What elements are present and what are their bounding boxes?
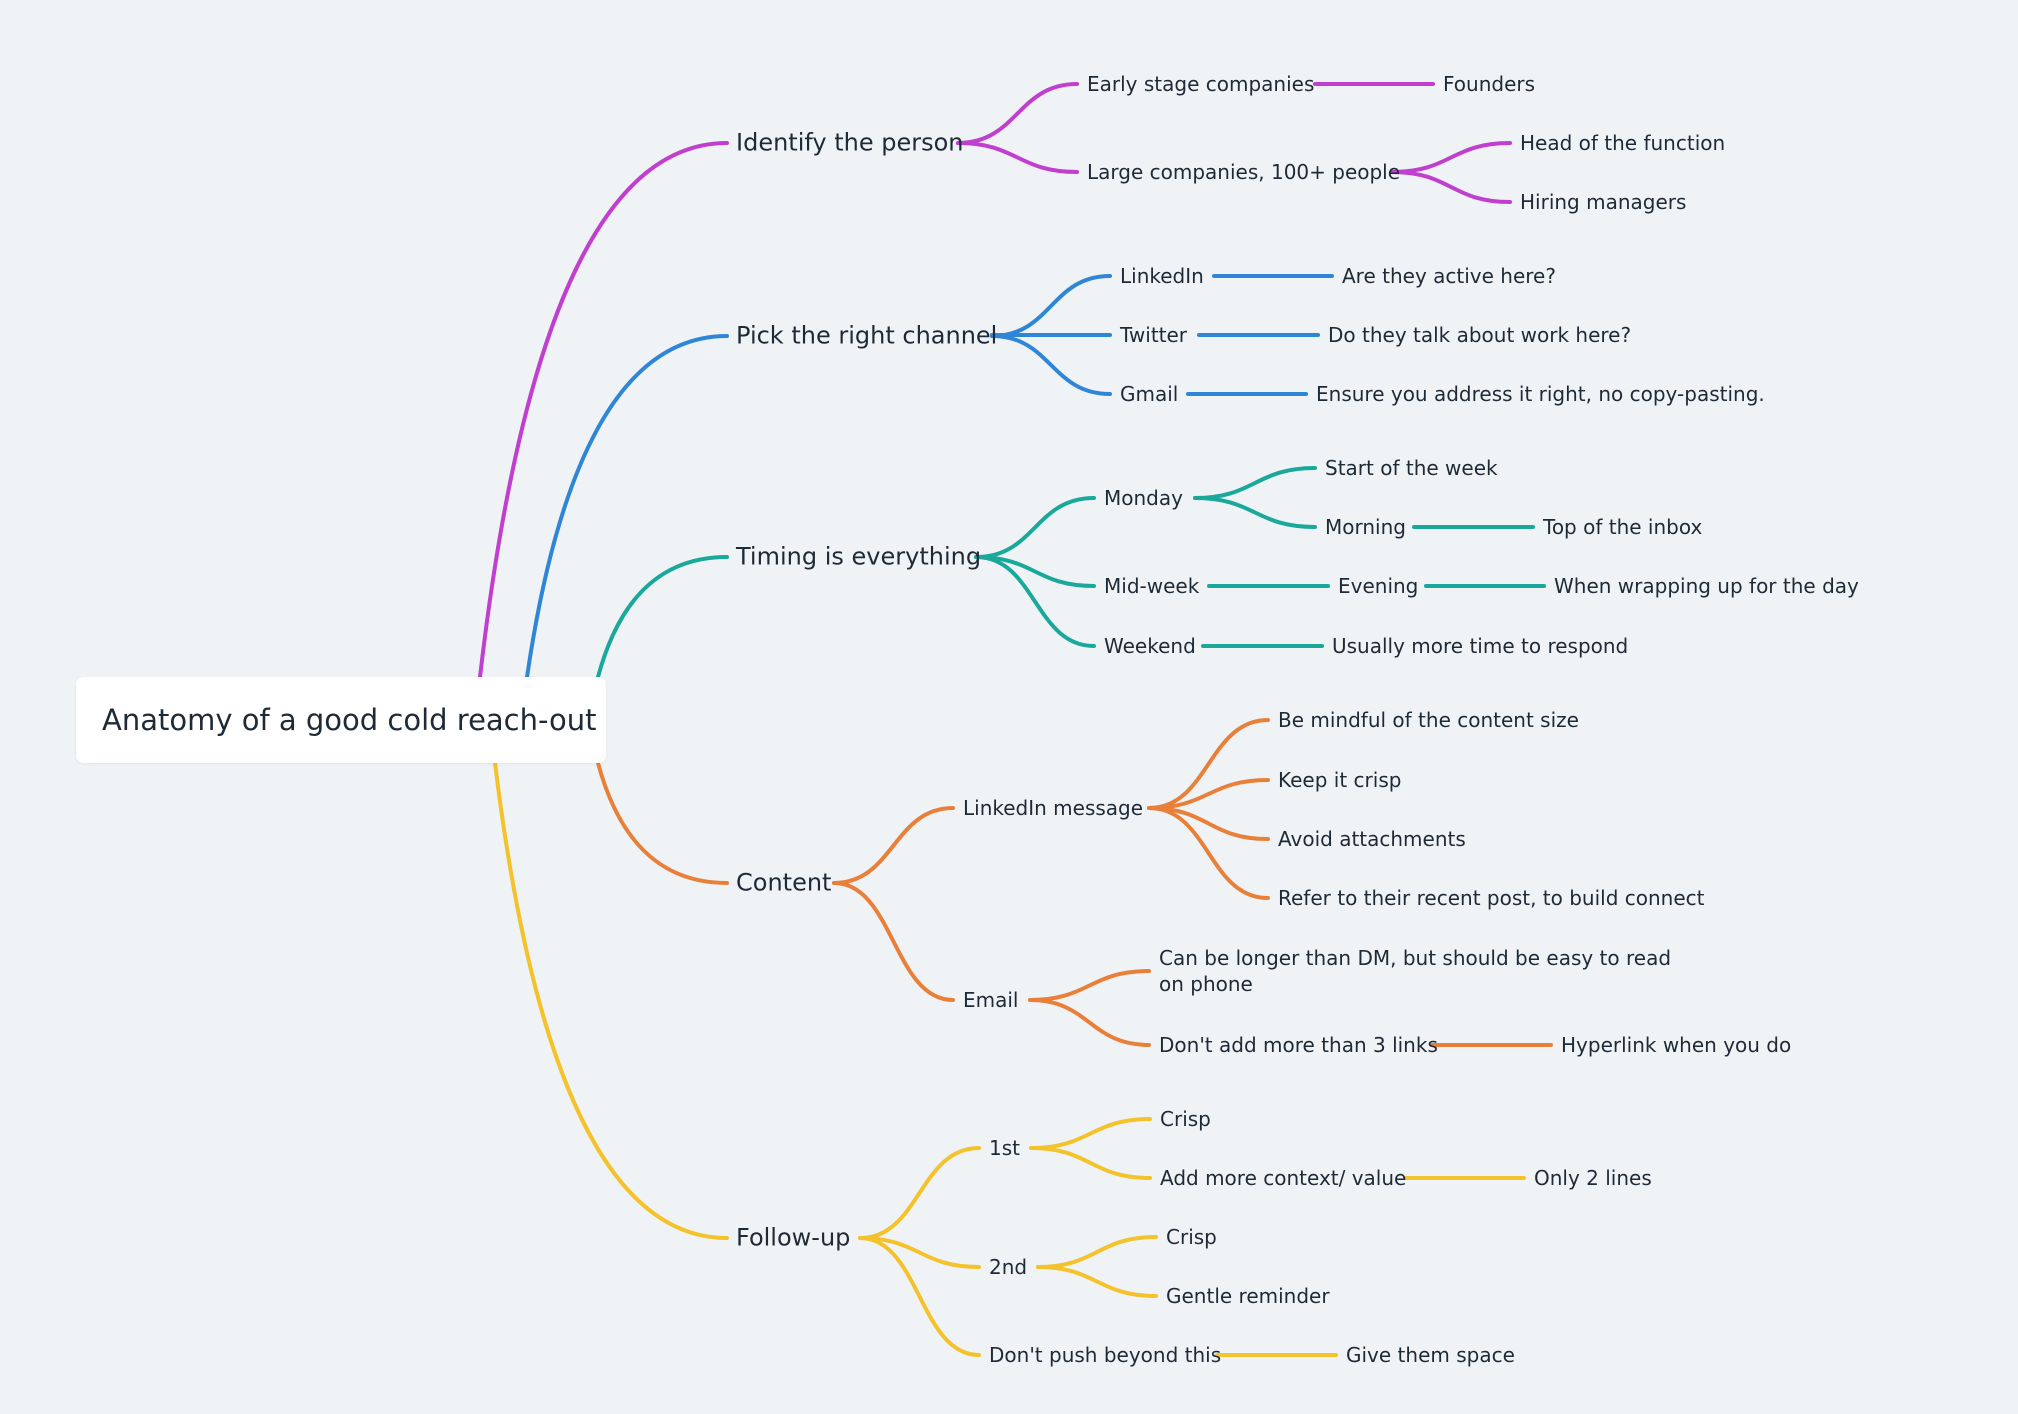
node-head-of-function[interactable]: Head of the function: [1520, 131, 1726, 155]
edge-timing-monday: [974, 496, 1096, 559]
node-second-follow-up[interactable]: 2nd: [989, 1255, 1028, 1279]
edge-root-timing: [596, 555, 729, 679]
edge-root-content: [596, 761, 729, 885]
edge-root-identify: [478, 141, 729, 679]
edge-first-crisp: [1029, 1117, 1152, 1150]
node-early-stage-companies[interactable]: Early stage companies: [1087, 72, 1315, 96]
node-only-two-lines[interactable]: Only 2 lines: [1534, 1166, 1652, 1190]
edge-channel-linkedin: [990, 274, 1112, 338]
edge-followup-dontpush: [858, 1236, 981, 1357]
node-avoid-attachments[interactable]: Avoid attachments: [1278, 827, 1466, 851]
node-first-follow-up[interactable]: 1st: [989, 1136, 1020, 1160]
edge-channel-gmail: [990, 334, 1112, 396]
node-three-links[interactable]: Don't add more than 3 links: [1159, 1033, 1438, 1057]
edge-email-links: [1028, 998, 1151, 1047]
edge-linkedin-refer: [1147, 806, 1270, 900]
node-email[interactable]: Email: [963, 988, 1019, 1012]
node-evening[interactable]: Evening: [1338, 574, 1419, 598]
node-second-crisp[interactable]: Crisp: [1166, 1225, 1217, 1249]
edge-root-channel: [525, 334, 729, 679]
node-morning[interactable]: Morning: [1325, 515, 1406, 539]
edge-email-longer: [1028, 969, 1151, 1002]
edge-content-linkedin: [832, 806, 955, 885]
node-give-space[interactable]: Give them space: [1346, 1343, 1515, 1367]
edge-large-hiring: [1390, 170, 1512, 204]
node-dont-push[interactable]: Don't push beyond this: [989, 1343, 1222, 1367]
node-linkedin[interactable]: LinkedIn: [1120, 264, 1204, 288]
branch-pick-the-right-channel[interactable]: Pick the right channel: [736, 321, 998, 350]
node-monday[interactable]: Monday: [1104, 486, 1183, 510]
edge-large-head: [1390, 141, 1512, 174]
node-linkedin-note[interactable]: Are they active here?: [1342, 264, 1556, 288]
node-weekend[interactable]: Weekend: [1104, 634, 1196, 658]
edge-root-followup: [493, 761, 729, 1240]
node-large-companies[interactable]: Large companies, 100+ people: [1087, 160, 1401, 184]
node-gmail[interactable]: Gmail: [1120, 382, 1179, 406]
node-start-of-week[interactable]: Start of the week: [1325, 456, 1498, 480]
node-longer-than-dm[interactable]: Can be longer than DM, but should be eas…: [1159, 946, 1672, 996]
node-linkedin-message[interactable]: LinkedIn message: [963, 796, 1144, 820]
node-twitter-note[interactable]: Do they talk about work here?: [1328, 323, 1632, 347]
edge-timing-weekend: [974, 555, 1096, 648]
edge-first-context: [1029, 1146, 1152, 1180]
edge-second-gentle: [1036, 1265, 1158, 1298]
branch-identify-the-person[interactable]: Identify the person: [736, 128, 964, 157]
node-refer-recent-post[interactable]: Refer to their recent post, to build con…: [1278, 886, 1705, 910]
node-twitter[interactable]: Twitter: [1120, 323, 1188, 347]
edge-identify-early: [956, 82, 1079, 145]
node-content-size[interactable]: Be mindful of the content size: [1278, 708, 1579, 732]
edge-linkedin-mindful: [1147, 718, 1270, 810]
edge-followup-second: [858, 1236, 981, 1269]
node-gmail-note[interactable]: Ensure you address it right, no copy-pas…: [1316, 382, 1765, 406]
node-keep-it-crisp[interactable]: Keep it crisp: [1278, 768, 1402, 792]
node-hyperlink[interactable]: Hyperlink when you do: [1561, 1033, 1792, 1057]
edge-content-email: [832, 881, 955, 1002]
edge-monday-morning: [1193, 496, 1317, 529]
node-first-crisp[interactable]: Crisp: [1160, 1107, 1211, 1131]
node-founders[interactable]: Founders: [1443, 72, 1536, 96]
branch-timing-is-everything[interactable]: Timing is everything: [736, 542, 982, 571]
node-more-time[interactable]: Usually more time to respond: [1332, 634, 1629, 658]
edge-identify-large: [956, 141, 1079, 174]
edge-followup-first: [858, 1146, 981, 1240]
node-gentle-reminder[interactable]: Gentle reminder: [1166, 1284, 1330, 1308]
branch-follow-up[interactable]: Follow-up: [736, 1223, 851, 1252]
node-more-context[interactable]: Add more context/ value: [1160, 1166, 1407, 1190]
node-mid-week[interactable]: Mid-week: [1104, 574, 1200, 598]
node-wrapping-up[interactable]: When wrapping up for the day: [1554, 574, 1859, 598]
root-node[interactable]: Anatomy of a good cold reach-out: [76, 677, 606, 763]
branch-content[interactable]: Content: [736, 868, 832, 897]
edge-linkedin-crisp: [1147, 778, 1270, 810]
edge-second-crisp: [1036, 1235, 1158, 1269]
root-title: Anatomy of a good cold reach-out: [102, 703, 597, 737]
edge-monday-start: [1193, 466, 1317, 500]
node-hiring-managers[interactable]: Hiring managers: [1520, 190, 1687, 214]
node-top-of-inbox[interactable]: Top of the inbox: [1543, 515, 1703, 539]
